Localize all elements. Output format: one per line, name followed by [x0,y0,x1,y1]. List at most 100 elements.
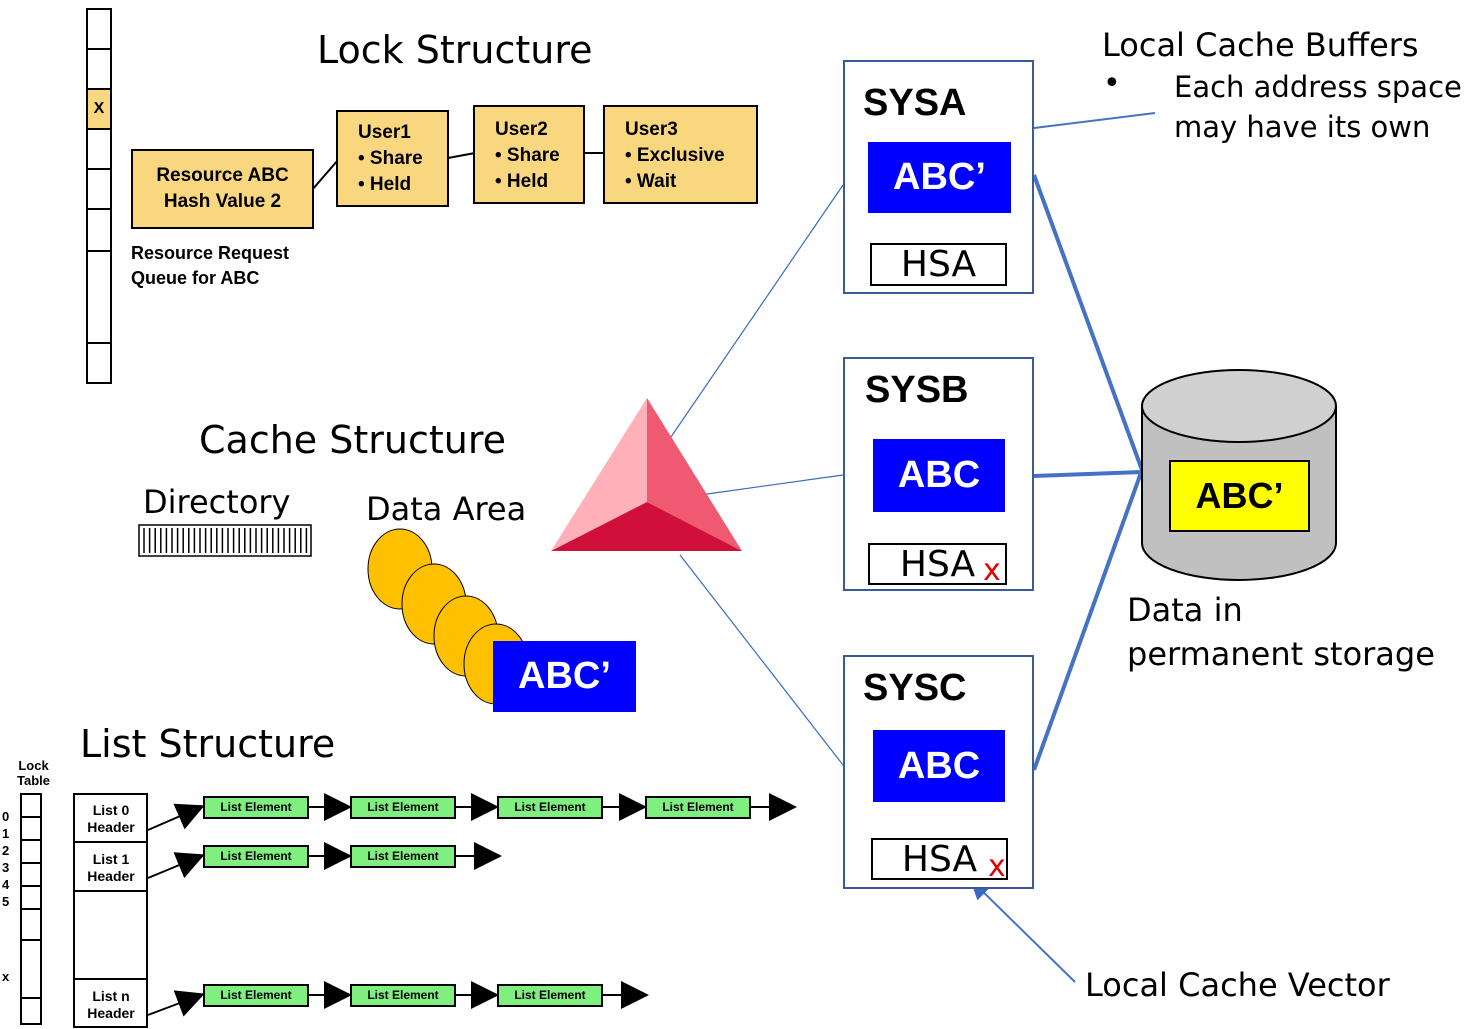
lock-numbers: 0 1 2 3 4 5 [2,808,9,910]
list-arrow [147,852,205,879]
list-element: List Element [203,984,309,1007]
queue-label-line: Queue for ABC [131,268,260,288]
buffers-note: Each address space may have its own [1174,67,1462,147]
link-sysc-storage [1032,469,1144,771]
lock-table-cell [86,342,112,384]
hsa-box: HSA [870,243,1007,286]
lock-table-label-line: Lock [18,758,49,773]
system-name: SYSC [863,667,967,709]
list-element: List Element [203,845,309,868]
header-sub: Header [87,868,135,884]
storage-label-line: Data in [1127,591,1243,629]
buffers-note-line: Each address space [1174,70,1462,104]
lock-table-cell [86,208,112,252]
lock-mark: x [2,969,10,984]
lock-structure-title: Lock Structure [317,28,593,72]
user-mode: • Exclusive [625,145,725,166]
storage-data-block: ABC’ [1169,460,1310,532]
lock-number: 1 [2,826,10,841]
lock-number: 4 [2,877,10,892]
cache-data-block: ABC’ [493,641,636,712]
directory-label: Directory [143,483,291,521]
list-header-cell [73,841,148,892]
lock-table-cell [86,128,112,170]
invalid-mark-icon: x [983,553,1001,588]
lock-table-cell [86,48,112,90]
system-sysc: SYSC ABC HSA x [843,655,1034,889]
local-cache-buffers-label: Local Cache Buffers [1102,26,1419,64]
user-box-2: User2 • Share • Held [473,105,585,204]
system-sysb: SYSB ABC HSA x [843,357,1034,591]
data-area-label: Data Area [366,490,527,528]
storage-label: Data in permanent storage [1127,588,1435,676]
list-element: List Element [350,845,456,868]
lock-number: 3 [2,860,10,875]
link-cf-sysb [699,474,844,496]
header-name: List n [92,988,130,1004]
coupling-facility-icon [551,398,742,551]
list-header-cell [73,890,148,980]
cache-structure-title: Cache Structure [199,418,507,462]
lock-table-cell [86,250,112,344]
list-element: List Element [497,984,603,1007]
user-state: • Held [495,171,549,192]
system-sysa: SYSA ABC’ HSA [843,60,1034,294]
chain-line-1 [311,159,339,191]
buffers-note-line: may have its own [1174,110,1431,144]
lock-number: 5 [2,894,10,909]
header-sub: Header [87,1005,135,1021]
user-mode: • Share [495,145,560,166]
buffers-bullet: • [1103,66,1121,101]
list-header-cell [73,978,148,1028]
hsa-box: HSA [868,543,1007,585]
user-box-1: User1 • Share • Held [336,110,449,207]
list-arrow [147,803,205,831]
list-element: List Element [497,796,603,819]
storage-label-line: permanent storage [1127,635,1435,673]
list-element: List Element [350,984,456,1007]
header-name: List 1 [92,851,130,867]
hsa-box: HSA [871,838,1008,880]
list-header-0: List 0 Header [75,802,147,836]
queue-label: Resource Request Queue for ABC [131,241,289,291]
chain-line-2 [447,152,476,159]
list-header-n: List n Header [75,988,147,1022]
lock-number: 0 [2,809,10,824]
local-cache-buffer: ABC [873,439,1005,512]
header-sub: Header [87,819,135,835]
link-cf-sysa [644,184,844,476]
user-box-3: User3 • Exclusive • Wait [603,105,758,204]
lock-number: 2 [2,843,10,858]
resource-name: Resource ABC [156,165,289,186]
lock-table-cell [86,8,112,50]
local-cache-buffer: ABC’ [868,142,1011,213]
list-structure-title: List Structure [80,722,336,766]
list-element: List Element [203,796,309,819]
link-cf-sysc [679,554,844,766]
queue-label-line: Resource Request [131,243,290,263]
list-arrow [147,990,205,1017]
link-sysb-storage [1033,470,1143,478]
resource-hash: Hash Value 2 [163,191,282,212]
user-state: • Held [358,174,412,195]
user-state: • Wait [625,171,677,192]
header-name: List 0 [92,802,130,818]
list-lock-cell [20,997,42,1025]
system-name: SYSA [863,82,967,124]
resource-box: Resource ABC Hash Value 2 [131,149,314,229]
directory-icon [138,524,312,557]
list-element: List Element [350,796,456,819]
lock-table-label-line: Table [17,773,50,788]
user-name: User3 [625,119,678,140]
system-name: SYSB [865,369,969,411]
list-element: List Element [645,796,751,819]
user-name: User2 [495,119,548,140]
user-name: User1 [358,122,411,143]
lock-table-cell [86,168,112,210]
list-header-1: List 1 Header [75,851,147,885]
link-sysa-storage [1032,174,1144,471]
local-cache-vector-label: Local Cache Vector [1085,966,1390,1004]
local-cache-buffer: ABC [873,730,1005,802]
